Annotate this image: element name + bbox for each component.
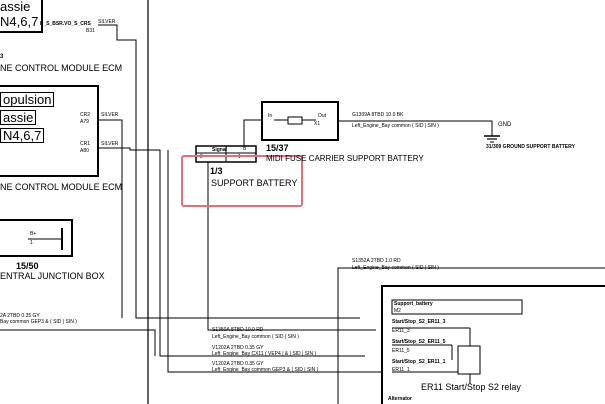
ecm-top-variant: N4,6,7 [0,14,39,29]
ecm-top-wire-color: SILVER [98,19,116,25]
junction-name: ENTRAL JUNCTION BOX [0,271,105,281]
relay-pin1: Start/Stop_S2_ER11_1 [392,359,446,365]
relay-pin3: Start/Stop_S2_ER11_3 [392,319,446,325]
wire-s1350a-label: S1350A 8TBD 10.0 RD [212,327,264,333]
relay-pin1-sub: ER11_1 [392,367,410,373]
battery-signal: Signal [212,147,228,153]
ecm-main-chassie: assie [0,110,37,125]
ecm-top-pin-label: P_S_BSR.VO_S_CRS [40,21,91,27]
relay-pin5-sub: ER11_5 [392,348,410,354]
wire-fuse-to-ground [338,120,493,136]
fuse-out: Out [318,113,327,119]
junction-ref: 15/50 [16,261,39,271]
ground-harness: Left_Engine_Bay common ( SID | SIN ) [352,123,439,129]
relay-support-pin-box [391,299,523,315]
wire-s1352a [337,267,605,404]
battery-pin2: 2 [200,154,203,160]
ecm-top-box [0,0,43,33]
ground-wire: G1309A 8TBD 10.0 BK [352,112,404,118]
ecm-main-module-name: NE CONTROL MODULE ECM [0,182,123,192]
highlight-selection [181,155,303,207]
junction-box [0,219,73,257]
relay-coil-icon [457,345,481,375]
wire-left-1-harness: Bay common GEP3 & ( SID | SIN ) [0,319,77,325]
relay-pin3-sub: ER11_3 [392,328,410,334]
relay-pin5: Start/Stop_S2_ER11_5 [392,339,446,345]
ecm-main-pin2: CR1 [80,141,91,147]
junction-bplus: B+ [30,231,37,237]
ecm-main-pin2-sub: A80 [80,148,89,154]
wire-v1202a-cx11 [167,150,392,373]
ecm-main-pin1-sub: A79 [80,119,89,125]
wire-s1352a-harness: Left_Engine_Bay common ( SID | SIN ) [352,265,439,271]
wire-s1350a-harness: Left_Engine_Bay common ( SID | SIN ) [212,334,299,340]
wire-battery-to-fuse [243,119,262,146]
wire-left-1-label: 2A 2TBD 0.35 GY [0,313,40,319]
wire-s1352a-label: S1352A 2TBD 1.0 RD [352,258,401,264]
wire-v1202a-2-label: V1202A 2TBD 0.35 GY [212,361,264,367]
wire-ecm-cr1 [98,147,365,357]
wire-ecm-b31 [98,24,360,319]
ecm-main-pin2-color: SILVER [101,141,119,147]
battery-name: SUPPORT BATTERY [211,178,298,188]
relay-pin-support: Support_battery [394,301,433,307]
wire-v1202a-1-label: V1202A 2TBD 0.35 GY [212,345,264,351]
battery-ref: 1/3 [210,166,223,176]
wire-left-gy [0,329,156,356]
wire-v1202a-1-harness: Left_Engine_Bay CX11 ( VEP4 | & | SID | … [212,351,317,357]
fuse-element-icon [287,116,303,125]
fuse-ref: 15/37 [266,143,289,153]
battery-pin1: 1 [238,154,241,160]
fuse-name: MIDI FUSE CARRIER SUPPORT BATTERY [266,154,424,163]
ecm-main-variant: N4,6,7 [0,128,45,143]
relay-name: ER11 Start/Stop S2 relay [421,382,521,392]
ecm-main-propulsion: opulsion [0,92,55,107]
ground-name: 31/309 GROUND SUPPORT BATTERY [486,144,575,150]
ecm-main-pin1-color: SILVER [101,112,119,118]
ecm-main-box [0,85,99,177]
relay-pin-support-num: M2 [394,308,401,314]
relay-alternator: Alternator [388,396,412,402]
wire-v1202a-2-harness: Left_Engine_Bay common GEP3 & ( SID | SI… [212,367,319,373]
fuse-x1: X1 [314,121,321,127]
ecm-top-module-name: NE CONTROL MODULE ECM [0,63,123,73]
junction-pin: 1 [30,240,33,246]
ecm-top-index: 3 [0,54,4,60]
ground-label: GND [498,122,512,128]
battery-b: B [243,146,247,152]
fuse-in: In [268,113,273,119]
ecm-main-pin1: CR2 [80,112,91,118]
ecm-top-pin: B31 [86,28,95,34]
wire-ecm-cr2 [98,119,123,318]
ecm-top-chassie: assie [0,0,31,14]
wire-s1350a [207,162,376,331]
